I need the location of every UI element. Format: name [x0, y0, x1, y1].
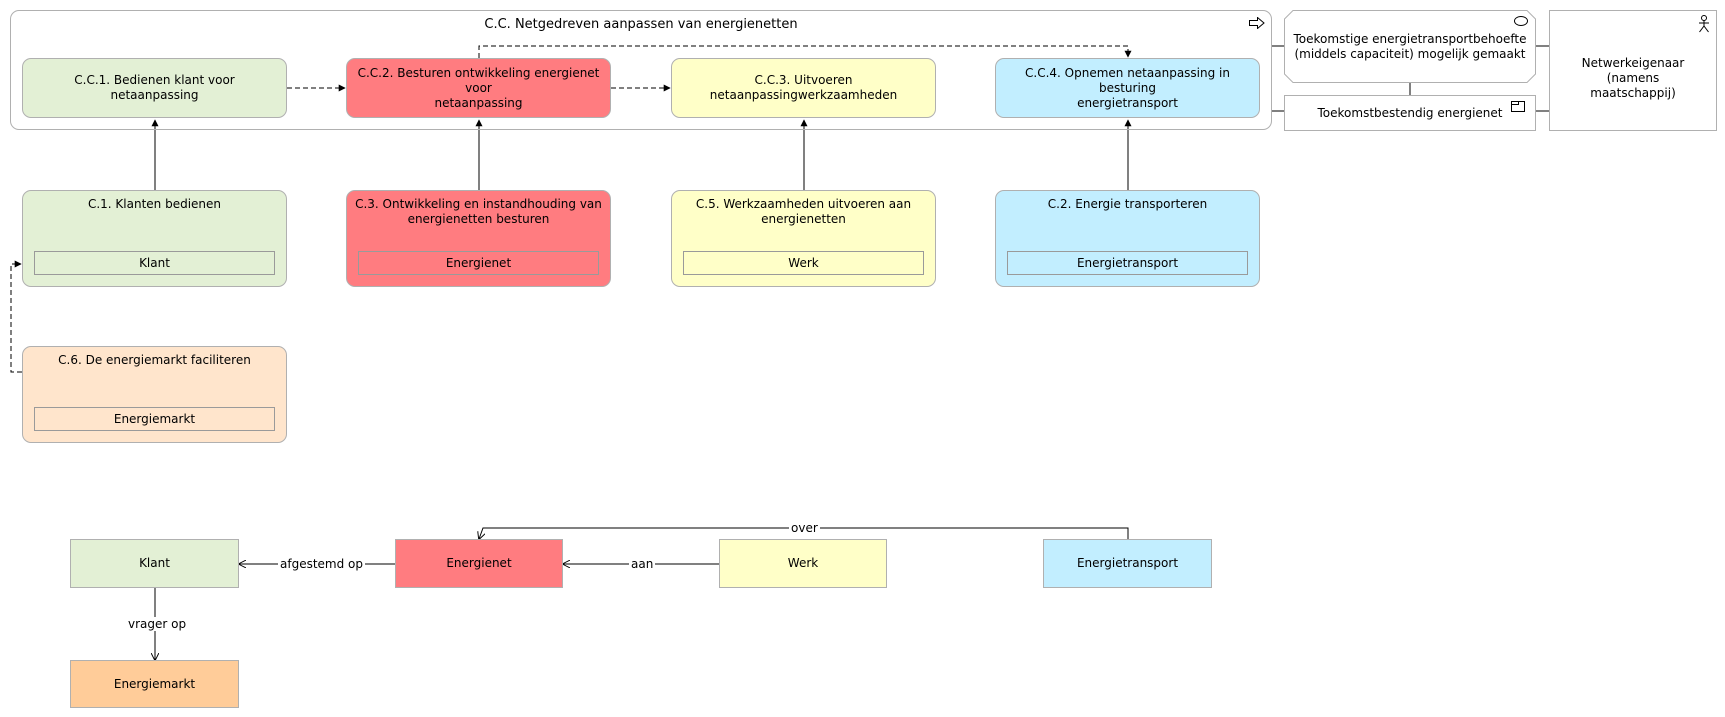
process-container[interactable]: C.C. Netgedreven aanpassen van energiene… [10, 10, 1272, 130]
step-cc4[interactable]: C.C.4. Opnemen netaanpassing in besturin… [995, 58, 1260, 118]
capability-c6-title: C.6. De energiemarkt faciliteren [58, 353, 251, 367]
capability-c5-object: Werk [683, 251, 924, 275]
flow-6-1 [10, 260, 22, 373]
object-energietransport-label: Energietransport [1076, 556, 1179, 570]
actor-label: Netwerkeigenaar (namens maatschappij) [1581, 56, 1685, 100]
outcome-box[interactable]: Toekomstige energietransportbehoefte (mi… [1284, 10, 1536, 83]
object-energietransport[interactable]: Energietransport [1043, 539, 1212, 588]
object-werk-label: Werk [787, 556, 819, 570]
capability-c5[interactable]: C.5. Werkzaamheden uitvoeren aan energie… [671, 190, 936, 287]
container-title: C.C. Netgedreven aanpassen van energiene… [484, 17, 798, 32]
capability-c2-title: C.2. Energie transporteren [1047, 197, 1208, 211]
capability-c6[interactable]: C.6. De energiemarkt faciliteren Energie… [22, 346, 287, 443]
step-cc3-title: C.C.3. Uitvoeren netaanpassingwerkzaamhe… [709, 73, 898, 102]
object-energienet[interactable]: Energienet [395, 539, 563, 588]
object-werk[interactable]: Werk [719, 539, 887, 588]
step-cc2[interactable]: C.C.2. Besturen ontwikkeling energienet … [346, 58, 611, 118]
object-energiemarkt[interactable]: Energiemarkt [70, 660, 239, 708]
relation-label-afgestemd-op: afgestemd op [278, 557, 365, 571]
relation-label-vrager-op: vrager op [126, 617, 189, 631]
relation-label-over: over [789, 521, 820, 535]
step-cc1[interactable]: C.C.1. Bedienen klant voor netaanpassing [22, 58, 287, 118]
product-label: Toekomstbestendig energienet [1317, 105, 1503, 120]
object-klant-label: Klant [139, 556, 170, 570]
capability-c3-object: Energienet [358, 251, 599, 275]
object-klant[interactable]: Klant [70, 539, 239, 588]
relation-label-aan: aan [629, 557, 656, 571]
capability-c5-title: C.5. Werkzaamheden uitvoeren aan energie… [695, 197, 912, 226]
step-cc1-title: C.C.1. Bedienen klant voor netaanpassing [74, 73, 235, 102]
object-energiemarkt-label: Energiemarkt [113, 676, 196, 691]
process-arrow-icon [1249, 16, 1265, 30]
step-cc4-title: C.C.4. Opnemen netaanpassing in besturin… [1025, 65, 1230, 110]
capability-c2[interactable]: C.2. Energie transporteren Energietransp… [995, 190, 1260, 287]
capability-c3[interactable]: C.3. Ontwikkeling en instandhouding van … [346, 190, 611, 287]
capability-c1-title: C.1. Klanten bedienen [87, 197, 222, 211]
step-cc2-title: C.C.2. Besturen ontwikkeling energienet … [357, 65, 600, 110]
product-box[interactable]: Toekomstbestendig energienet [1284, 95, 1536, 131]
flow-2-4 [478, 45, 1132, 58]
outcome-ellipse-icon [1514, 16, 1528, 26]
outcome-label: Toekomstige energietransportbehoefte (mi… [1293, 31, 1527, 61]
actor-icon [1698, 15, 1710, 33]
product-icon [1511, 101, 1525, 112]
capability-c6-object: Energiemarkt [34, 407, 275, 431]
capability-c2-object: Energietransport [1007, 251, 1248, 275]
object-energienet-label: Energienet [446, 556, 512, 570]
capability-c3-title: C.3. Ontwikkeling en instandhouding van … [355, 197, 602, 226]
capability-c1[interactable]: C.1. Klanten bedienen Klant [22, 190, 287, 287]
capability-c1-object: Klant [34, 251, 275, 275]
step-cc3[interactable]: C.C.3. Uitvoeren netaanpassingwerkzaamhe… [671, 58, 936, 118]
actor-box[interactable]: Netwerkeigenaar (namens maatschappij) [1549, 10, 1717, 131]
